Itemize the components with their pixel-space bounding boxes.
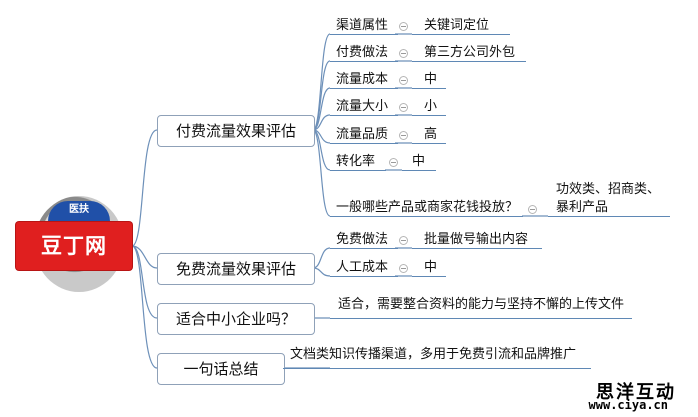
leaf-value: 小 [424,99,438,114]
branch-paid-traffic[interactable]: 付费流量效果评估 [157,115,315,147]
leaf-label: 转化率 [336,154,376,169]
leaf-label: 一般哪些产品或商家花钱投放？ [336,200,519,215]
link-root-branch-3 [131,245,158,319]
collapse-icon[interactable] [399,22,408,31]
leaf-value: 中 [412,154,426,169]
leaf-label: 渠道属性 [336,18,389,33]
leaf-label: 流量大小 [336,99,389,114]
branch-note: 文档类知识传播渠道，多用于免费引流和品牌推广 [290,347,577,362]
link-root-branch-1 [131,129,158,247]
leaf-label: 流量品质 [336,127,389,142]
branch-one-line-summary[interactable]: 一句话总结 [157,353,285,385]
link-b2-item-1 [312,247,331,269]
leaf-label: 人工成本 [336,260,389,275]
watermark-url: www.ciya.cn [588,398,668,412]
leaf-value: 中 [424,72,438,87]
collapse-icon[interactable] [399,49,408,58]
leaf-value: 关键词定位 [424,18,490,33]
leaf-label: 流量成本 [336,72,389,87]
collapse-icon[interactable] [399,76,408,85]
leaf-value-line-2: 暴利产品 [556,200,609,215]
link-b1-item-7 [312,129,331,217]
branch-suitable-for-smb[interactable]: 适合中小企业吗？ [157,303,315,335]
link-b2-item-2 [312,267,331,277]
root-node[interactable]: 豆丁网 [16,222,132,270]
leaf-value: 高 [424,127,438,142]
leaf-value: 第三方公司外包 [424,45,516,60]
link-root-branch-4 [131,245,158,369]
watermark-name: 思洋互动 [596,382,676,403]
root-badge-text: 医扶 [69,204,89,215]
branch-free-traffic[interactable]: 免费流量效果评估 [157,253,315,285]
leaf-label: 付费做法 [336,45,389,60]
leaf-value: 批量做号输出内容 [424,232,529,247]
collapse-icon[interactable] [528,205,537,214]
collapse-icon[interactable] [399,264,408,273]
leaf-value-line-1: 功效类、招商类、 [556,182,661,197]
collapse-icon[interactable] [389,158,398,167]
root-badge-ring [48,201,110,221]
leaf-label: 免费做法 [336,232,389,247]
branch-note: 适合，需要整合资料的能力与坚持不懈的上传文件 [338,297,625,312]
collapse-icon[interactable] [399,236,408,245]
collapse-icon[interactable] [399,103,408,112]
collapse-icon[interactable] [399,131,408,140]
leaf-value: 中 [424,260,438,275]
